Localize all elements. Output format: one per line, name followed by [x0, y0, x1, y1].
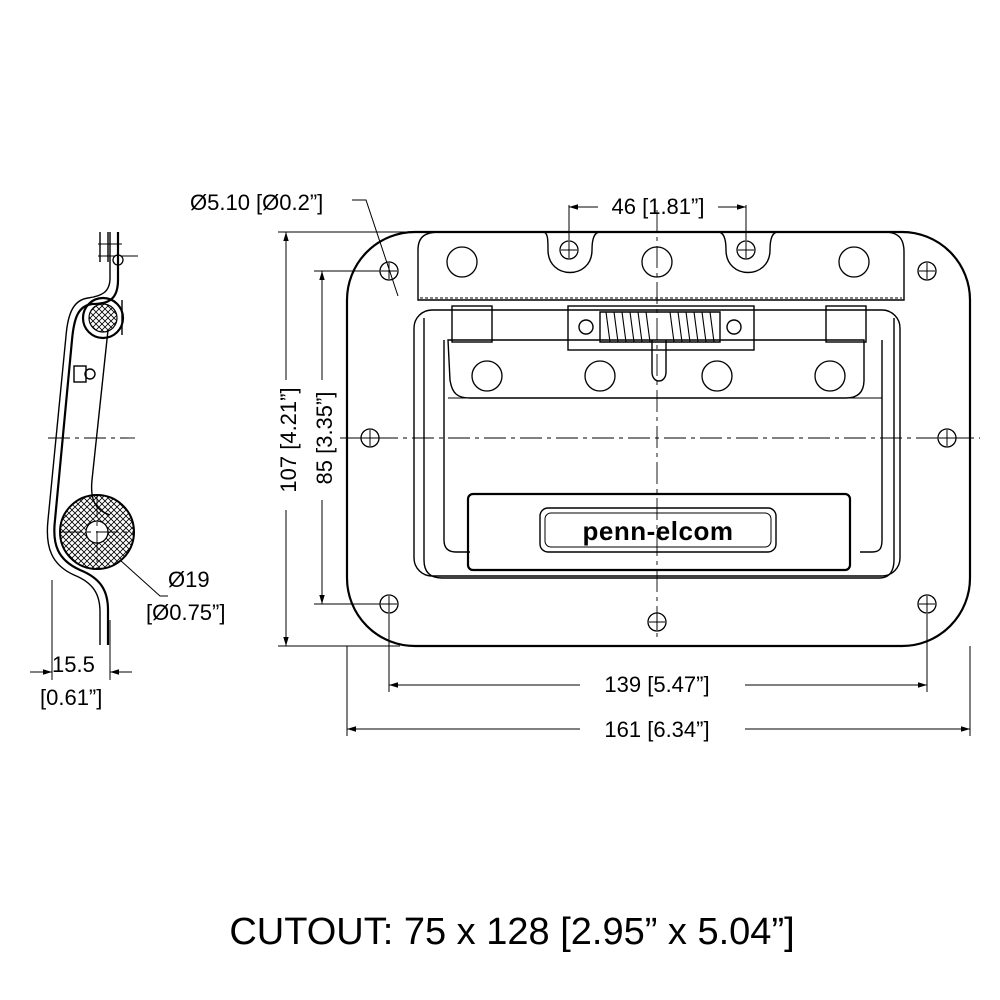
front-view — [340, 210, 980, 648]
side-view — [30, 232, 168, 680]
hole-spacing-label: 46 [1.81”] — [612, 194, 705, 219]
roll-diameter-in-label: [Ø0.75”] — [146, 600, 225, 625]
total-width-label: 161 [6.34”] — [604, 717, 709, 742]
depth-in-label: [0.61”] — [40, 685, 102, 710]
inner-width-label: 139 [5.47”] — [604, 672, 709, 697]
inner-height-label: 85 [3.35”] — [312, 392, 337, 485]
depth-mm-label: 15.5 — [52, 652, 95, 677]
dimension-lines — [278, 199, 971, 736]
roll-diameter-mm-label: Ø19 — [168, 567, 210, 592]
penn-elcom-logo: penn-elcom — [583, 516, 734, 546]
hole-diameter-label: Ø5.10 [Ø0.2”] — [190, 190, 323, 215]
total-height-label: 107 [4.21”] — [276, 387, 301, 492]
cutout-caption: CUTOUT: 75 x 128 [2.95” x 5.04”] — [229, 911, 794, 953]
